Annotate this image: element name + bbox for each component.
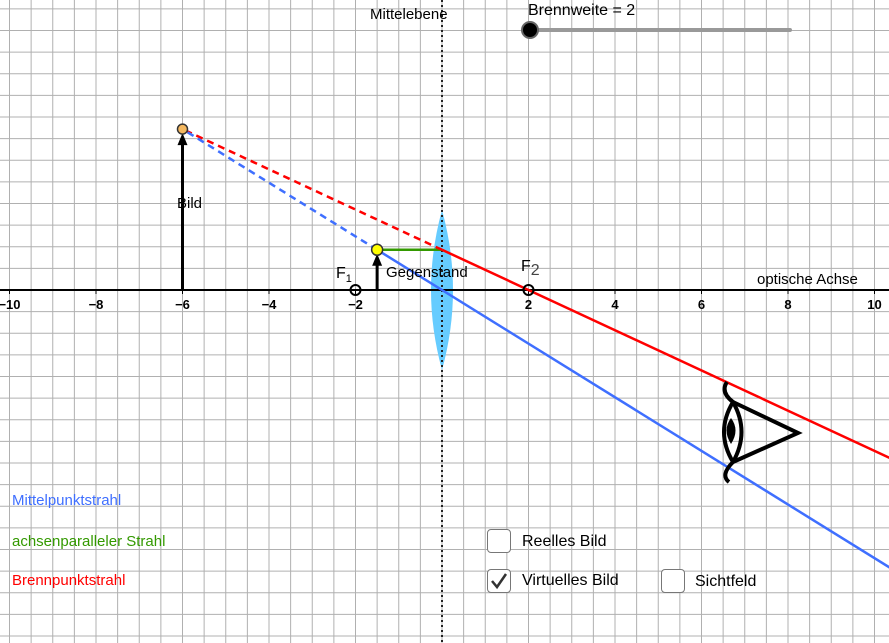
mittelebene-label: Mittelebene	[370, 6, 448, 23]
checkmark-icon	[491, 573, 508, 590]
reelles-bild-label[interactable]: Reelles Bild	[522, 533, 607, 550]
axis-tick-label: −4	[262, 297, 278, 312]
gegenstand-arrow-head	[372, 253, 383, 266]
f1-label: F1	[336, 265, 352, 286]
optische-achse-label: optische Achse	[757, 271, 858, 288]
bild-label: Bild	[177, 195, 203, 212]
gegenstand-label: Gegenstand	[386, 264, 468, 281]
legend-brennpunktstrahl: Brennpunktstrahl	[12, 572, 126, 589]
bild-arrow-head	[177, 133, 188, 146]
axis-tick-label: −2	[348, 297, 363, 312]
axis-tick-label: 10	[867, 297, 881, 312]
sichtfeld-checkbox[interactable]	[661, 569, 685, 593]
focus-f2	[522, 284, 535, 296]
axis-tick-label: 8	[784, 297, 791, 312]
legend-mittelpunktstrahl: Mittelpunktstrahl	[12, 492, 122, 509]
slider-handle[interactable]	[521, 21, 539, 39]
virtuelles-bild-label[interactable]: Virtuelles Bild	[522, 572, 619, 589]
legend-achsenparallel: achsenparalleler Strahl	[12, 533, 166, 550]
axis-tick-label: 4	[611, 297, 619, 312]
axis-tick-label: 6	[698, 297, 705, 312]
axis-tick-label: 2	[525, 297, 532, 312]
mittelpunkt-ray	[376, 248, 889, 569]
bild-point	[176, 123, 189, 135]
gegenstand-point[interactable]	[370, 243, 384, 257]
brennpunkt-ray	[441, 248, 889, 460]
axis-tick-label: −6	[175, 297, 190, 312]
axis-tick-label: −8	[89, 297, 104, 312]
focus-f1	[349, 284, 362, 296]
f2-label: F2	[521, 258, 540, 280]
reelles-bild-checkbox[interactable]	[487, 529, 511, 553]
slider-label: Brennweite = 2	[528, 2, 636, 19]
eye-icon	[722, 380, 803, 484]
virtuelles-bild-checkbox[interactable]	[487, 569, 511, 593]
sichtfeld-label[interactable]: Sichtfeld	[695, 573, 757, 590]
mittelpunkt-ray-virtual	[181, 128, 378, 251]
axis-tick-label: −10	[0, 297, 21, 312]
